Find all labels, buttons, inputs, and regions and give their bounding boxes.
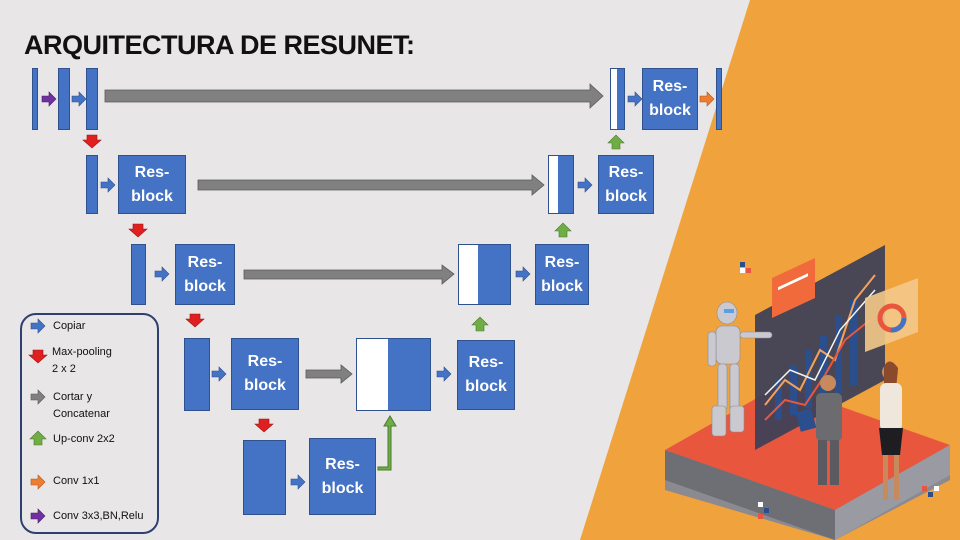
resblock-label-2: block bbox=[184, 277, 226, 295]
legend-conv3: Conv 3x3,BN,Relu bbox=[53, 510, 144, 522]
decoder-l1-output bbox=[716, 68, 722, 130]
page-title: ARQUITECTURA DE RESUNET: bbox=[24, 30, 415, 60]
resblock-label-2: block bbox=[649, 102, 691, 119]
decoder-l3-resblock: Res-block bbox=[535, 244, 589, 305]
encoder-l3-resblock: Res-block bbox=[175, 244, 235, 305]
resblock-label-2: block bbox=[321, 479, 364, 497]
resblock-label-2: block bbox=[244, 377, 286, 394]
resblock-label-1: Res- bbox=[652, 78, 688, 95]
legend-maxpool-2: 2 x 2 bbox=[52, 363, 76, 375]
legend-cortar-1: Cortar y bbox=[53, 391, 93, 403]
bottleneck-block bbox=[243, 440, 286, 515]
resblock-label-1: Res- bbox=[544, 253, 580, 271]
encoder-l4-resblock: Res-block bbox=[231, 338, 299, 410]
resblock-label-1: Res- bbox=[187, 253, 223, 271]
encoder-l4-block bbox=[184, 338, 210, 411]
resblock-label-2: block bbox=[465, 378, 507, 395]
legend-upconv: Up-conv 2x2 bbox=[53, 433, 115, 445]
resblock-label-1: Res- bbox=[325, 455, 360, 473]
encoder-l1-input bbox=[32, 68, 38, 130]
legend-conv1: Conv 1x1 bbox=[53, 475, 100, 487]
encoder-l2-block bbox=[86, 155, 98, 214]
decoder-l2-concat bbox=[548, 155, 574, 214]
decoder-l1-resblock: Res-block bbox=[642, 68, 698, 130]
decoder-l3-concat bbox=[458, 244, 511, 305]
resblock-label-1: Res- bbox=[608, 163, 644, 181]
legend-box bbox=[20, 313, 159, 534]
bottleneck-resblock: Res-block bbox=[309, 438, 376, 515]
concat-arrows bbox=[104, 83, 604, 384]
legend-maxpool-1: Max-pooling bbox=[52, 346, 112, 358]
resblock-label-1: Res- bbox=[247, 353, 283, 370]
resblock-label-1: Res- bbox=[468, 354, 504, 371]
legend-cortar-2: Concatenar bbox=[53, 408, 110, 420]
resblock-label-2: block bbox=[131, 187, 173, 205]
decoder-l4-concat bbox=[356, 338, 431, 411]
decoder-l2-resblock: Res-block bbox=[598, 155, 654, 214]
resblock-label-2: block bbox=[605, 187, 647, 205]
legend-copiar: Copiar bbox=[53, 320, 86, 332]
encoder-l3-block bbox=[131, 244, 146, 305]
bottleneck-upconv-arrow bbox=[377, 415, 397, 471]
encoder-l1-conv-a bbox=[58, 68, 70, 130]
encoder-l1-conv-b bbox=[86, 68, 98, 130]
encoder-l2-resblock: Res-block bbox=[118, 155, 186, 214]
decoder-l4-resblock: Res-block bbox=[457, 340, 515, 410]
resblock-label-2: block bbox=[541, 277, 583, 295]
decoder-l1-concat bbox=[610, 68, 625, 130]
resblock-label-1: Res- bbox=[134, 163, 170, 181]
